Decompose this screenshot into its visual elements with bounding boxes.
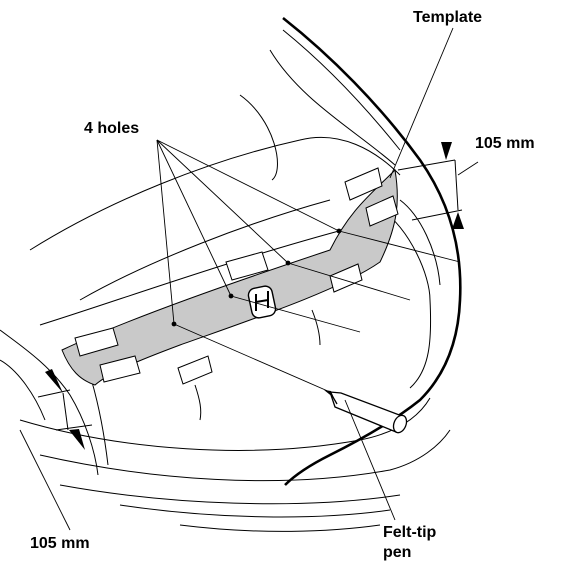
tape-piece [74, 327, 119, 357]
template-leader-line [389, 27, 454, 179]
emblem-icon [247, 285, 277, 319]
pen-label-leader [344, 399, 396, 521]
dimension-left-label: 105 mm [30, 535, 90, 552]
tape-piece [365, 195, 399, 227]
pen-leader-line [173, 323, 331, 393]
holes-label: 4 holes [84, 120, 139, 137]
body-contour-right [282, 16, 462, 486]
tape-piece [225, 251, 269, 281]
hole-extension-lines [230, 230, 461, 333]
pen-label-line2: pen [383, 544, 411, 561]
car-body-outline [0, 49, 451, 532]
tape-piece [344, 167, 383, 201]
body-contour-right-inner [282, 29, 401, 151]
felt-tip-pen-icon [324, 390, 408, 434]
dimension-right [397, 142, 479, 229]
tape-piece [329, 263, 363, 293]
tape-pieces [74, 167, 399, 385]
template-label: Template [413, 9, 482, 26]
tape-piece [99, 355, 141, 383]
dimension-left [19, 369, 93, 531]
tape-piece [177, 355, 213, 385]
holes-leader-lines [156, 139, 340, 325]
pen-label-line1: Felt-tip [383, 524, 437, 541]
dimension-right-label: 105 mm [475, 135, 535, 152]
